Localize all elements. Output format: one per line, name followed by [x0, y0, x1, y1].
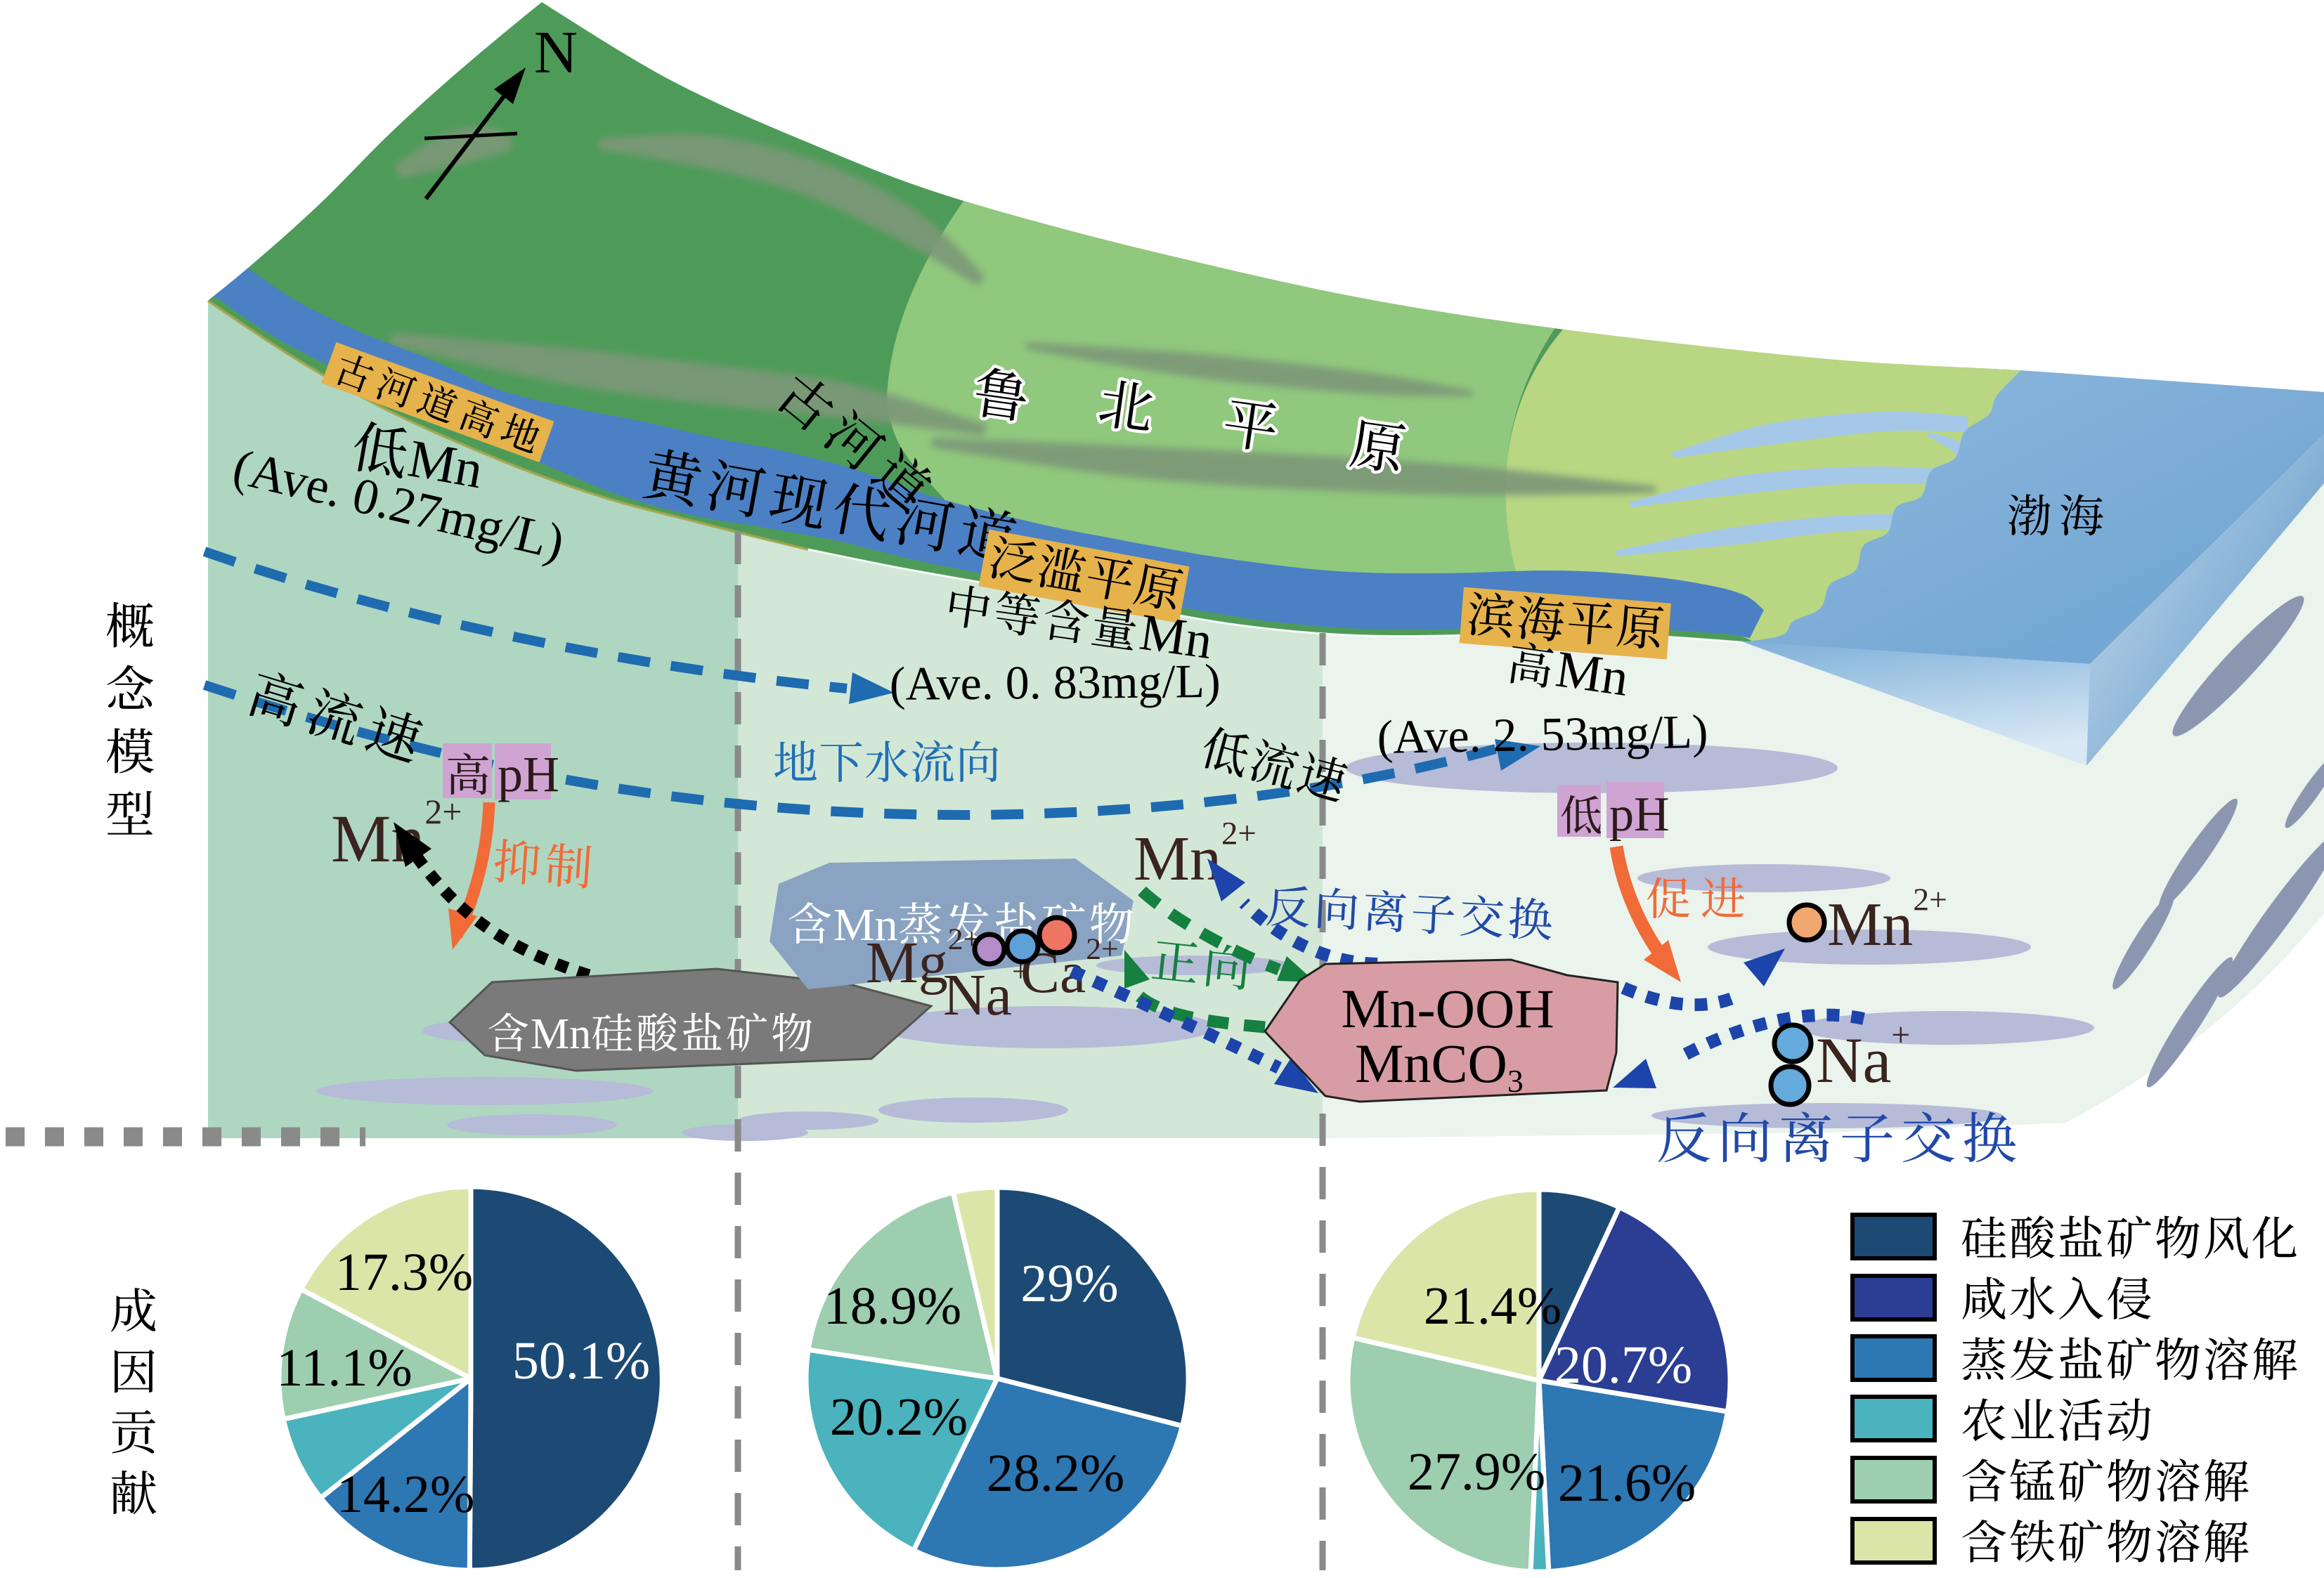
svg-text:Mn: Mn [531, 1010, 591, 1058]
svg-text:50.1%: 50.1% [512, 1331, 650, 1390]
svg-text:20.7%: 20.7% [1554, 1336, 1692, 1395]
svg-text:11.1%: 11.1% [276, 1338, 413, 1397]
svg-text:20.2%: 20.2% [830, 1388, 968, 1447]
svg-text:Mn: Mn [1552, 640, 1632, 708]
svg-text:(Ave. 0. 83mg/L): (Ave. 0. 83mg/L) [889, 654, 1221, 710]
svg-text:Mn: Mn [1136, 604, 1216, 671]
svg-text:pH: pH [498, 746, 559, 802]
svg-text:Na: Na [943, 963, 1012, 1028]
svg-text:+: + [1891, 1016, 1910, 1053]
svg-text:28.2%: 28.2% [987, 1444, 1124, 1503]
svg-text:(Ave. 2. 53mg/L): (Ave. 2. 53mg/L) [1377, 705, 1708, 764]
svg-text:17.3%: 17.3% [335, 1243, 473, 1302]
svg-text:Na: Na [1816, 1024, 1891, 1096]
svg-text:pH: pH [1609, 788, 1670, 842]
svg-text:Mg: Mg [866, 930, 948, 996]
svg-text:Mn: Mn [1134, 824, 1221, 894]
svg-text:27.9%: 27.9% [1408, 1442, 1545, 1501]
svg-text:2+: 2+ [424, 793, 462, 831]
svg-text:2+: 2+ [1913, 882, 1947, 918]
svg-text:21.4%: 21.4% [1424, 1277, 1562, 1336]
svg-text:29%: 29% [1020, 1254, 1118, 1313]
svg-text:MnCO3: MnCO3 [1355, 1033, 1524, 1099]
svg-text:21.6%: 21.6% [1558, 1454, 1696, 1513]
svg-text:2+: 2+ [1086, 932, 1118, 966]
svg-text:2+: 2+ [1221, 816, 1257, 852]
svg-text:Mn: Mn [404, 429, 488, 500]
svg-text:14.2%: 14.2% [337, 1465, 474, 1524]
svg-text:Mn: Mn [833, 899, 898, 951]
svg-text:N: N [534, 18, 578, 86]
svg-text:18.9%: 18.9% [824, 1277, 961, 1336]
svg-text:Mn: Mn [1827, 891, 1913, 959]
svg-text:Mn-OOH: Mn-OOH [1341, 978, 1554, 1039]
